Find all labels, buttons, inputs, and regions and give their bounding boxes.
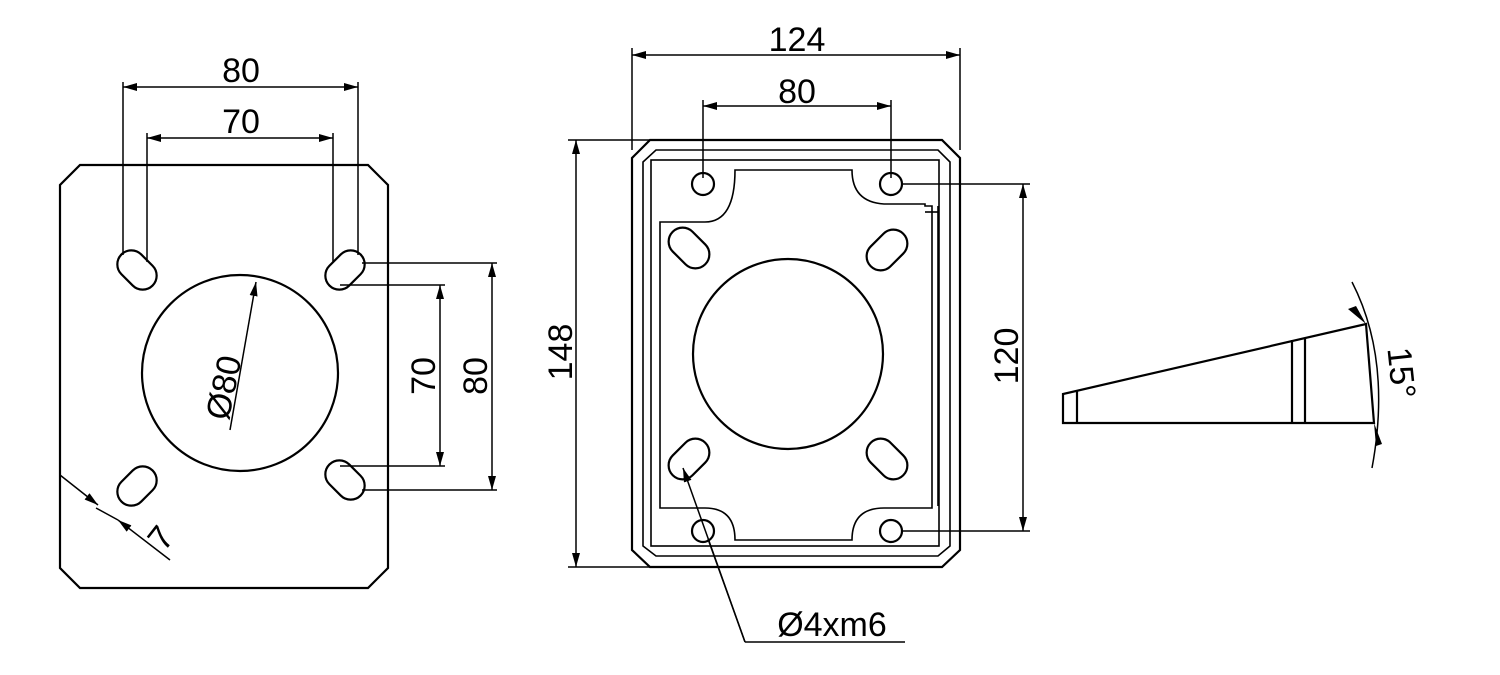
top-hole-bottom-right [878,518,904,544]
top-dim-80-label: 80 [778,73,816,111]
top-dim-124-label: 124 [769,21,826,59]
top-slot-top-right [865,228,909,272]
top-slot-bottom-right [865,437,909,481]
front-slot-top-right [324,249,366,291]
front-dim-80-horizontal [122,82,359,255]
front-slot-bottom-right [324,459,366,501]
front-diameter-leader [229,281,258,431]
front-diameter-label: Ø80 [199,352,250,423]
top-slot-top-left [667,226,711,270]
top-hole-bottom-left [690,518,716,544]
top-plate-step-outline [650,159,940,547]
front-dim-80-label: 80 [222,52,260,90]
front-center-bore [140,273,340,473]
top-dim-148 [568,139,650,568]
front-view: 80 70 Ø80 70 80 7 [58,52,497,590]
front-dim-80v-label: 80 [457,357,495,395]
front-dim-70-label: 70 [222,103,260,141]
top-dim-148-label: 148 [542,324,580,381]
side-wedge-outline [1061,322,1376,425]
front-dim-slot-label: 7 [141,519,183,557]
side-view: 15° [1061,281,1423,469]
top-dim-124 [631,48,961,150]
top-dim-80 [702,100,892,178]
side-angle-arrow-top [1348,306,1366,324]
front-dim-80-vertical [362,262,497,491]
top-dim-120 [902,183,1030,532]
front-slot-top-left [116,249,158,291]
top-slot-bottom-left [667,437,711,481]
front-dim-70-vertical [340,284,445,467]
front-slot-bottom-left [116,465,158,507]
top-plate-inner-outline [642,149,951,557]
top-pocket-outline [659,169,933,541]
front-dim-slot-width [59,474,171,561]
top-plate-outer-outline [630,138,962,569]
front-dim-70-horizontal [146,133,334,262]
side-angle-label: 15° [1379,345,1422,400]
top-view: 124 80 148 120 Ø4xm6 [542,21,1030,644]
front-plate-outline [58,163,390,590]
top-hole-callout-label: Ø4xm6 [777,606,887,644]
top-hole-callout-leader [682,467,905,643]
top-center-bore [691,257,885,451]
side-angle-arrow-bottom [1374,423,1382,446]
top-dim-120-label: 120 [988,328,1026,385]
front-dim-70v-label: 70 [405,357,443,395]
